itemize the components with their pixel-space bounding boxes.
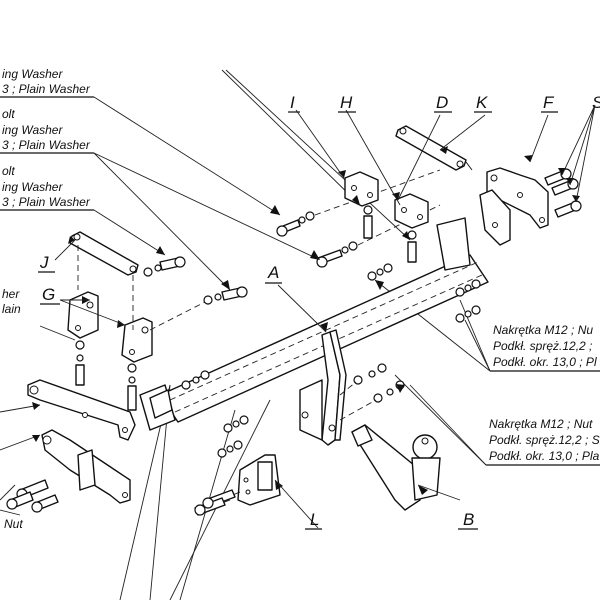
label-part-h: H (340, 93, 353, 112)
socket-plate (194, 454, 281, 516)
crossbar-end-bracket-right (436, 217, 471, 271)
nut-group-right-upper (367, 263, 481, 323)
callout-left-3: olt ing Washer 3 ; Plain Washer (0, 164, 94, 211)
callout-text: Podkł. okr. 13,0 ; Pl (493, 355, 597, 369)
plate-j (69, 231, 139, 330)
callout-text: Nakrętka M12 ; Nu (493, 323, 593, 337)
bolt-center-left (149, 286, 248, 331)
bracket-g-right (121, 317, 153, 363)
callout-left-1: ing Washer 3 ; Plain Washer (0, 67, 94, 98)
callout-text: Nut (4, 517, 23, 531)
callout-text: her (2, 287, 20, 301)
label-part-f: F (543, 93, 555, 112)
callout-left-mid: her lain (2, 287, 21, 316)
callout-text: 3 ; Plain Washer (2, 195, 91, 209)
bar-k (395, 125, 473, 171)
callout-left-bottom: Nut (4, 517, 23, 531)
right-bracket-f (479, 167, 549, 246)
callout-text: Podkł. okr. 13,0 ; Pla (489, 449, 600, 463)
callout-text: 3 ; Plain Washer (2, 82, 91, 96)
g-fasteners (75, 340, 137, 411)
label-part-j: J (39, 253, 49, 272)
label-part-s: S (592, 93, 600, 112)
callout-text: olt (2, 164, 15, 178)
left-side-arm-upper (27, 379, 136, 441)
nut-group-right-lower (339, 363, 405, 421)
ball-mount-bracket (299, 329, 347, 446)
nut-group-left (181, 370, 249, 458)
label-part-a: A (267, 263, 279, 282)
bolts-s (544, 168, 582, 218)
label-leaders (54, 104, 596, 529)
callout-text: 3 ; Plain Washer (2, 138, 91, 152)
label-part-l: L (310, 510, 319, 529)
label-part-d: D (436, 93, 448, 112)
top-bolts (276, 169, 441, 268)
bolt-j (143, 256, 186, 277)
callout-text: ing Washer (2, 123, 63, 137)
bracket-d (394, 193, 429, 263)
label-part-k: K (476, 93, 488, 112)
bracket-g-left (67, 291, 99, 339)
callout-text: Podkł. spręż.12,2 ; (493, 339, 592, 353)
callout-text: olt (2, 107, 15, 121)
label-part-i: I (290, 93, 295, 112)
callout-left-2: olt ing Washer 3 ; Plain Washer (0, 107, 94, 154)
callout-right-1: Nakrętka M12 ; Nu Podkł. spręż.12,2 ; Po… (490, 323, 600, 372)
label-part-g: G (42, 285, 55, 304)
tow-ball-hitch (351, 424, 441, 511)
bracket-i (344, 171, 379, 239)
callout-text: ing Washer (2, 67, 63, 81)
callout-right-2: Nakrętka M12 ; Nut Podkł. spręż.12,2 ; S… (486, 417, 600, 466)
left-side-arm-lower (41, 429, 131, 504)
callout-text: Nakrętka M12 ; Nut (489, 417, 593, 431)
left-bolts (6, 479, 59, 513)
callout-text: Podkł. spręż.12,2 ; S (489, 433, 600, 447)
callout-text: lain (2, 302, 21, 316)
label-part-b: B (463, 510, 474, 529)
callout-text: ing Washer (2, 180, 63, 194)
